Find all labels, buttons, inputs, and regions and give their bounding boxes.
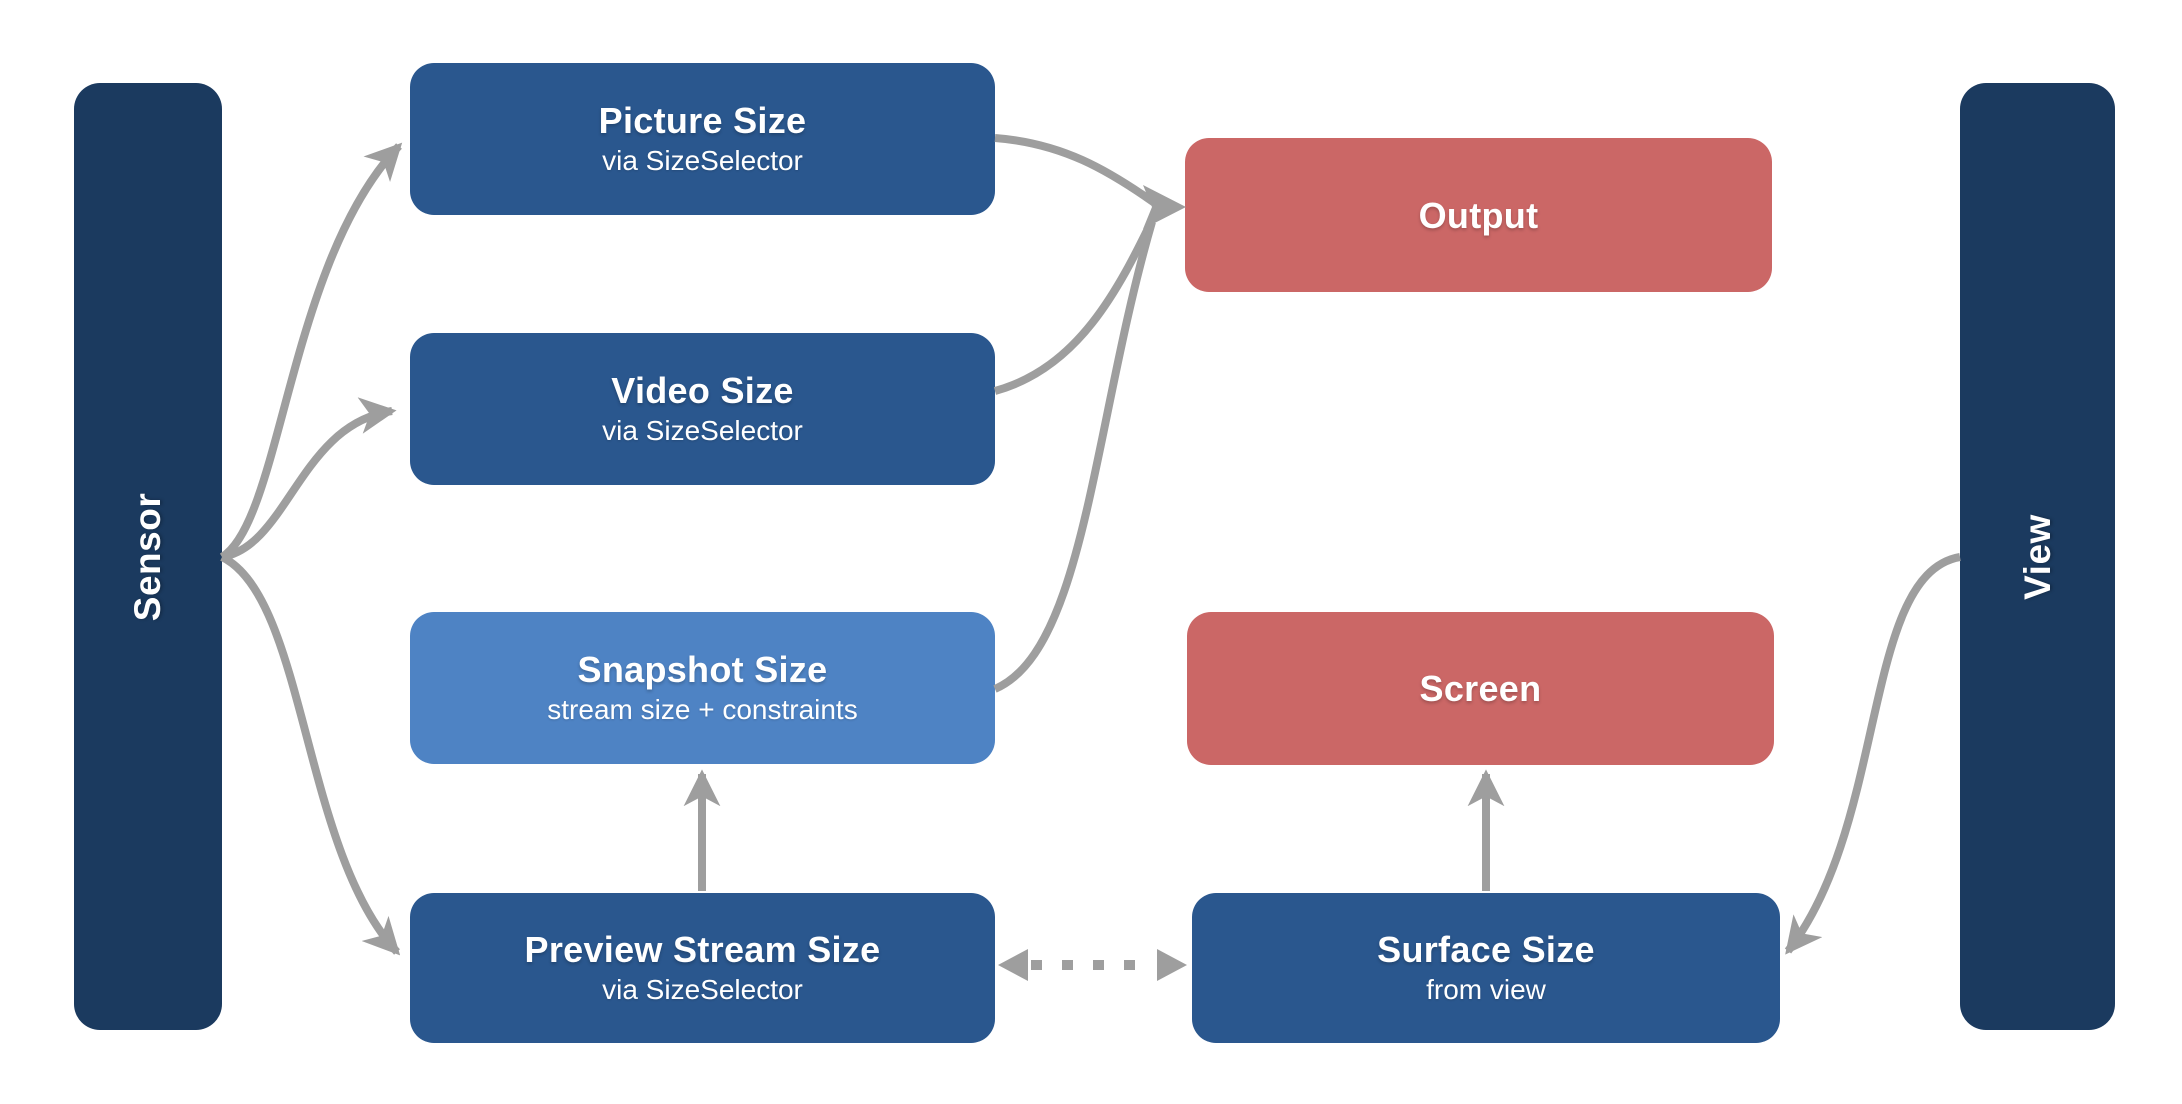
edge-sensor-to-video xyxy=(221,397,397,561)
node-output: Output xyxy=(1185,138,1772,292)
node-picture-size: Picture Size via SizeSelector xyxy=(410,63,995,215)
dotted-right-arrowhead-icon xyxy=(1157,949,1187,981)
node-video-size: Video Size via SizeSelector xyxy=(410,333,995,485)
edge-view-to-surface xyxy=(1784,553,1961,955)
edge-sensor-to-preview xyxy=(220,553,401,956)
node-title: Preview Stream Size xyxy=(524,929,881,971)
node-subtitle: via SizeSelector xyxy=(602,145,803,177)
node-subtitle: from view xyxy=(1426,974,1546,1006)
lane-view-label: View xyxy=(2016,513,2058,600)
node-preview-stream-size: Preview Stream Size via SizeSelector xyxy=(410,893,995,1043)
node-subtitle: via SizeSelector xyxy=(602,415,803,447)
node-title: Picture Size xyxy=(598,100,807,142)
lane-sensor-label: Sensor xyxy=(127,492,168,621)
node-title: Surface Size xyxy=(1377,929,1595,971)
lane-sensor: Sensor xyxy=(74,83,222,1030)
node-title: Snapshot Size xyxy=(577,649,828,691)
node-screen: Screen xyxy=(1187,612,1774,765)
edge-sensor-to-picture xyxy=(219,142,403,561)
node-snapshot-size: Snapshot Size stream size + constraints xyxy=(410,612,995,764)
node-title: Video Size xyxy=(611,370,794,412)
lane-view: View xyxy=(1960,83,2115,1030)
node-subtitle: via SizeSelector xyxy=(602,974,803,1006)
edge-snapshot-to-output xyxy=(993,220,1156,693)
node-subtitle: stream size + constraints xyxy=(547,694,858,726)
node-title: Output xyxy=(1418,194,1539,236)
edge-video-to-output xyxy=(993,214,1158,395)
output-arrowhead-icon xyxy=(1143,185,1186,229)
dotted-left-arrowhead-icon xyxy=(998,949,1028,981)
edge-picture-to-output xyxy=(994,134,1159,208)
node-title: Screen xyxy=(1419,668,1542,709)
node-surface-size: Surface Size from view xyxy=(1192,893,1780,1043)
